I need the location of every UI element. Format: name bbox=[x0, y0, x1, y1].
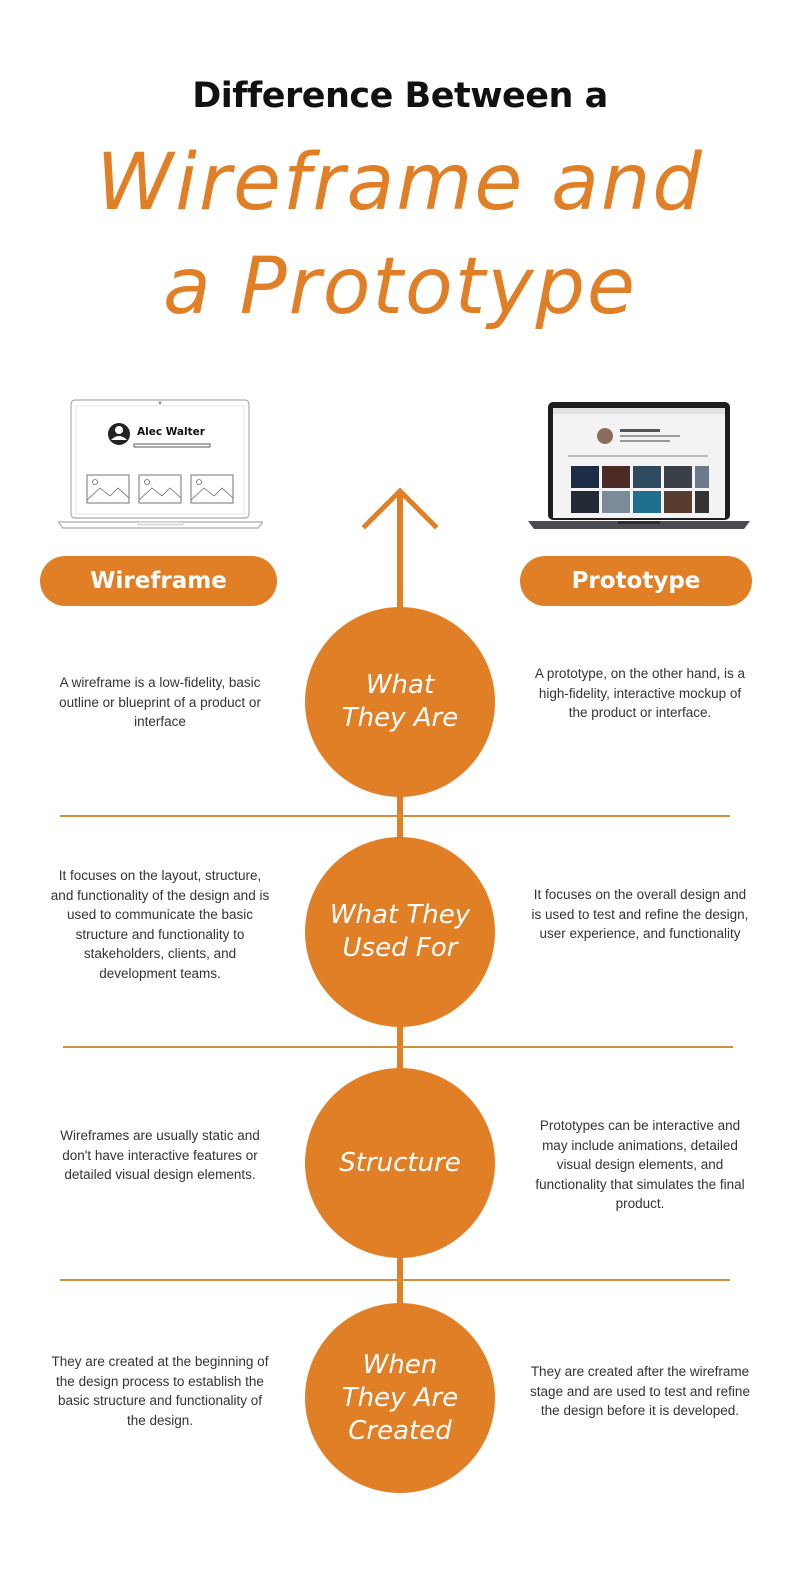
page-title-line-2: a Prototype bbox=[163, 242, 637, 332]
wireframe-description: It focuses on the layout, structure, and… bbox=[50, 868, 270, 981]
wireframe-description: Wireframes are usually static and don't … bbox=[60, 1128, 260, 1182]
page-heading: Difference Between a bbox=[192, 76, 608, 116]
row-divider bbox=[60, 815, 730, 817]
wireframe-description: They are created at the beginning of the… bbox=[51, 1354, 269, 1428]
page-title-line-1: Wireframe and bbox=[96, 138, 704, 228]
prototype-description: They are created after the wireframe sta… bbox=[530, 1364, 750, 1418]
up-arrow-icon bbox=[361, 486, 439, 535]
wireframe-laptop-illustration: Alec Walter bbox=[56, 398, 265, 530]
row-label-circle: Structure bbox=[305, 1068, 495, 1258]
prototype-laptop-illustration bbox=[528, 400, 750, 532]
row-label-circle: What They Used For bbox=[305, 837, 495, 1027]
row-label-circle: What They Are bbox=[305, 607, 495, 797]
row-label-circle: When They Are Created bbox=[305, 1303, 495, 1493]
prototype-label-pill: Prototype bbox=[520, 556, 752, 606]
row-divider bbox=[63, 1046, 733, 1048]
row-divider bbox=[60, 1279, 730, 1281]
wireframe-label-pill: Wireframe bbox=[40, 556, 277, 606]
prototype-description: A prototype, on the other hand, is a hig… bbox=[534, 666, 746, 720]
wireframe-description: A wireframe is a low-fidelity, basic out… bbox=[59, 675, 261, 729]
prototype-description: It focuses on the overall design and is … bbox=[531, 887, 749, 941]
prototype-description: Prototypes can be interactive and may in… bbox=[535, 1118, 745, 1211]
wireframe-profile-name: Alec Walter bbox=[137, 426, 205, 438]
